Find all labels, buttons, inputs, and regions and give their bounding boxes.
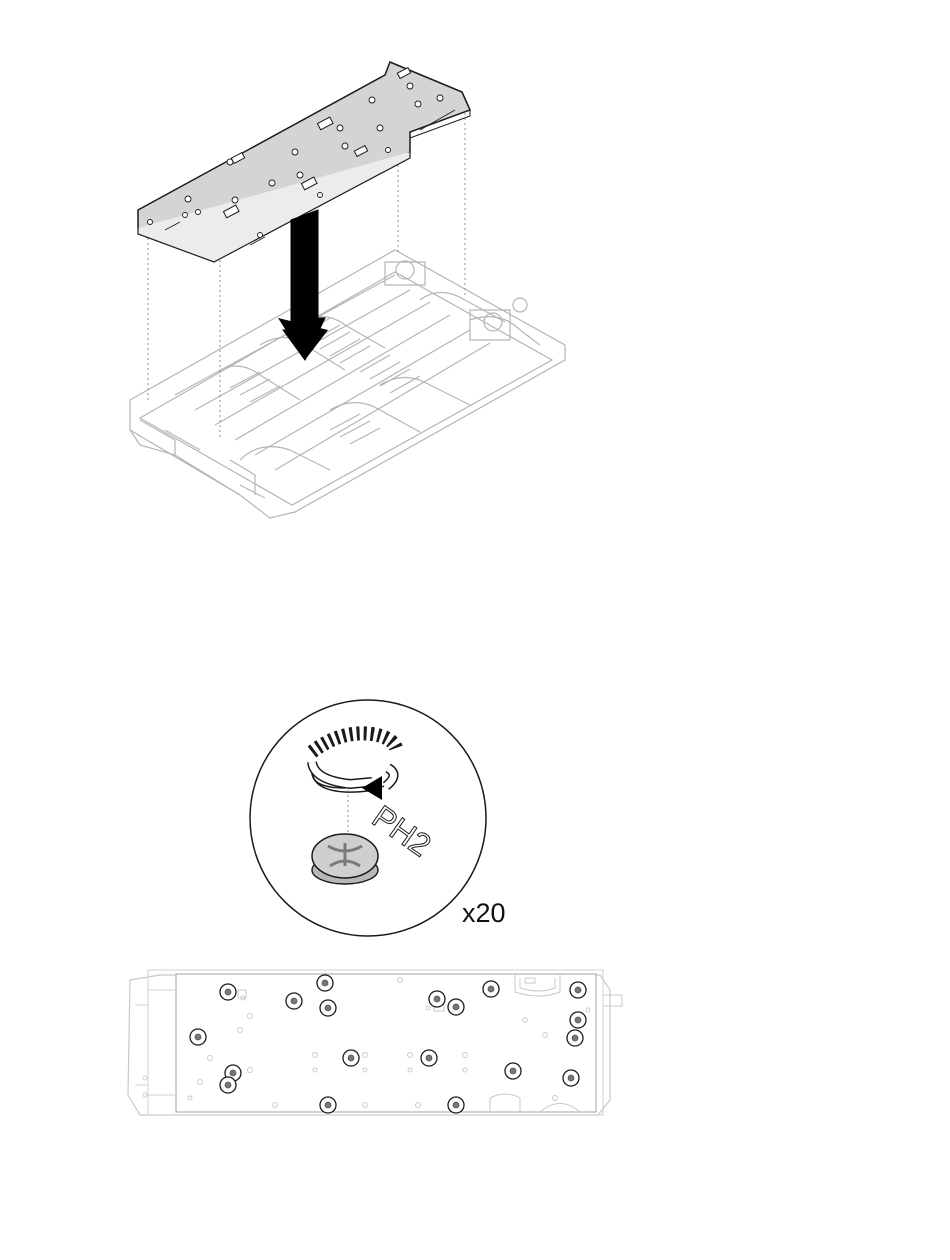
screw-count-label: x20 (462, 898, 506, 929)
screw-head-icon (312, 834, 378, 884)
screw-marker (570, 1012, 586, 1028)
screw-marker (320, 1000, 336, 1016)
screw-marker (220, 1077, 236, 1093)
screw-marker (570, 982, 586, 998)
screw-marker (567, 1030, 583, 1046)
screw-marker (220, 984, 236, 1000)
screw-marker (317, 975, 333, 991)
screwdriver-callout: PH2 (250, 700, 486, 936)
screw-marker (505, 1063, 521, 1079)
screw-marker (448, 999, 464, 1015)
screw-marker (343, 1050, 359, 1066)
screw-marker (320, 1097, 336, 1113)
screw-marker (190, 1029, 206, 1045)
screw-marker (421, 1050, 437, 1066)
screw-marker (429, 991, 445, 1007)
screw-marker (483, 981, 499, 997)
water-loop-assembly (130, 250, 565, 518)
screw-marker (448, 1097, 464, 1113)
screw-marker (286, 993, 302, 1009)
screw-marker (563, 1070, 579, 1086)
